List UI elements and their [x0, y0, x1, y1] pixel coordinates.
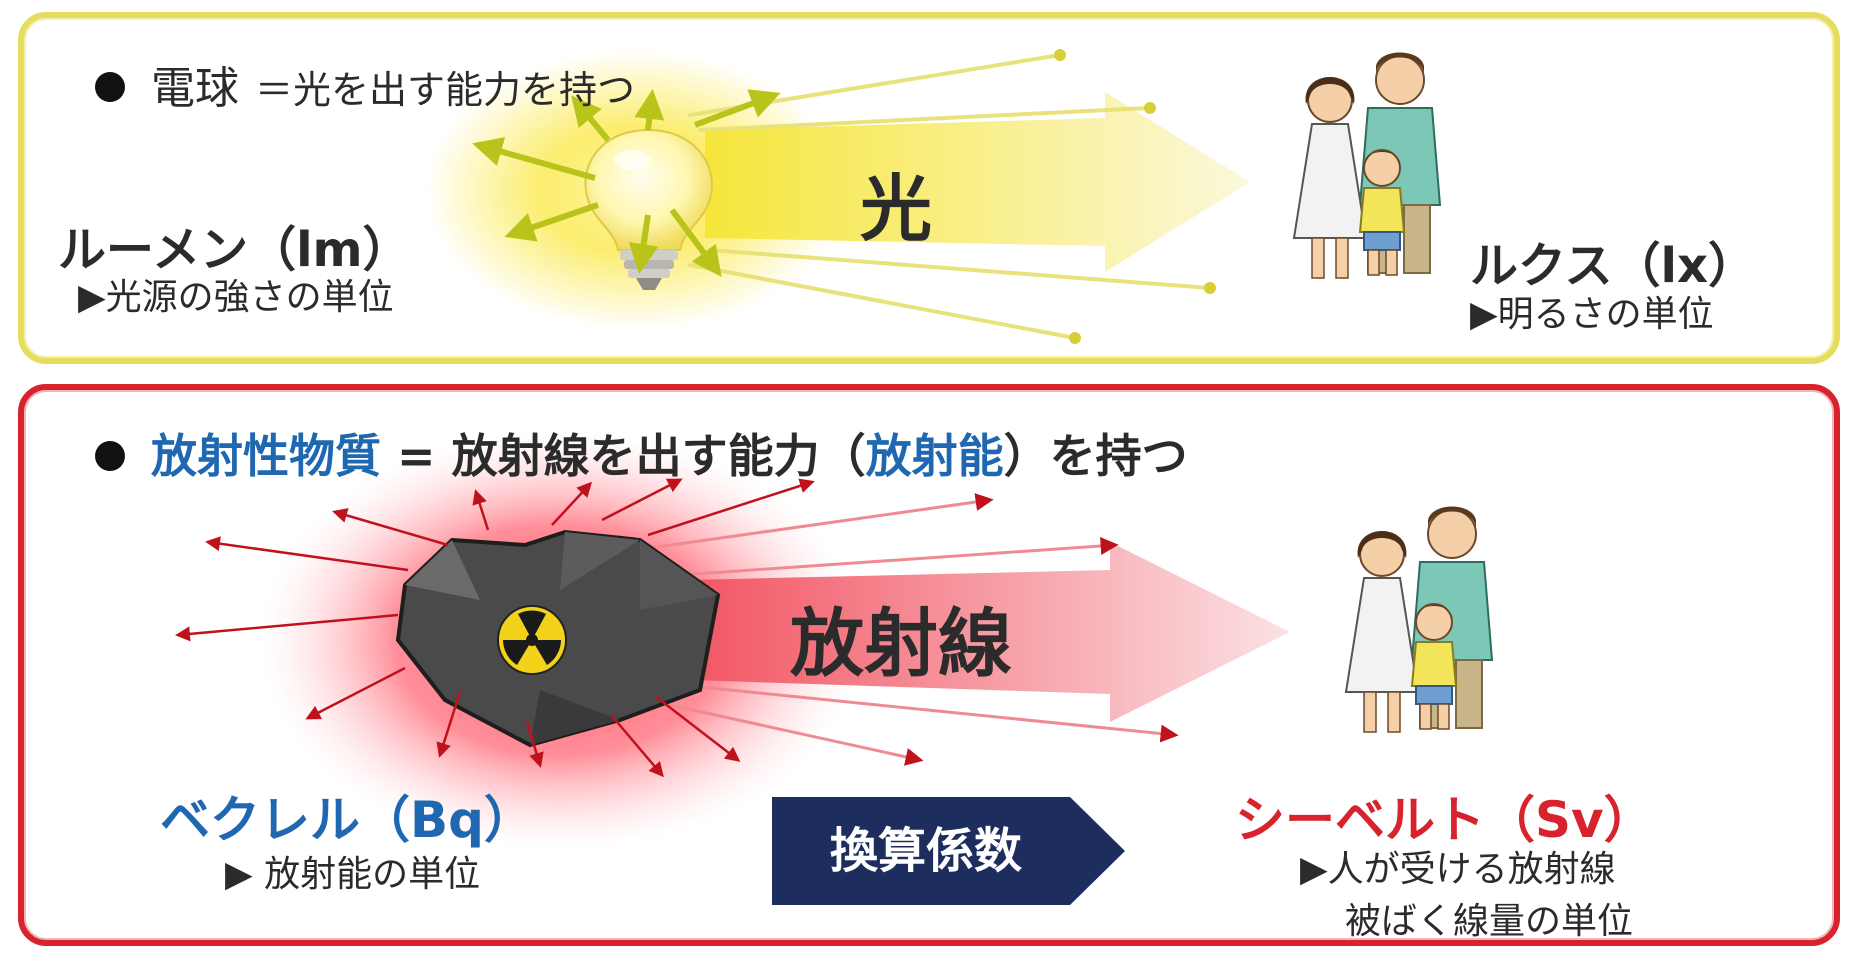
sievert-unit-title: シーベルト（Sv） — [1235, 791, 1654, 849]
radioactivity-label: 放射能 — [865, 429, 1004, 483]
family-icon-top — [1292, 52, 1442, 279]
light-heading: 電球 ＝光を出す能力を持つ — [95, 52, 635, 116]
radiation-arrow-label: 放射線 — [790, 601, 1012, 687]
light-heading-rest: ＝光を出す能力を持つ — [255, 68, 636, 112]
radiation-emission-arrows — [175, 478, 815, 778]
family-icon-bottom — [1344, 506, 1494, 733]
sievert-unit-desc-2: 被ばく線量の単位 — [1345, 901, 1634, 942]
bullet-icon — [95, 72, 125, 102]
radiation-heading: 放射性物質 = 放射線を出す能力（放射能）を持つ — [95, 420, 1188, 486]
radiation-heading-rest-2: ）を持つ — [1003, 429, 1188, 483]
radiation-heading-equals: = — [381, 429, 452, 483]
radiation-rays — [649, 493, 1179, 766]
light-arrow-label: 光 — [860, 167, 933, 251]
lumen-unit-title: ルーメン（lm） — [58, 222, 411, 278]
radiation-beam-arrow — [690, 542, 1290, 722]
bullet-icon — [95, 440, 125, 471]
becquerel-unit-title: ベクレル（Bq） — [160, 791, 534, 849]
conversion-factor-label: 換算係数 — [829, 823, 1022, 879]
light-subject: 電球 — [151, 63, 239, 114]
lux-unit-desc: ▶明るさの単位 — [1470, 294, 1714, 335]
conversion-factor-arrow — [772, 797, 1125, 905]
radioactive-material-label: 放射性物質 — [151, 429, 381, 483]
lumen-unit-desc: ▶光源の強さの単位 — [78, 277, 394, 318]
radioactive-rock-icon — [395, 529, 721, 748]
light-ray-tips — [1054, 49, 1216, 344]
radiation-heading-rest-1: 放射線を出す能力（ — [451, 429, 866, 483]
sievert-unit-desc-1: ▶人が受ける放射線 — [1300, 849, 1616, 890]
becquerel-unit-desc: ▶ 放射能の単位 — [225, 854, 481, 895]
light-emission-arrows — [472, 89, 781, 277]
lux-unit-title: ルクス（lx） — [1470, 238, 1756, 294]
light-beam-arrow — [705, 92, 1250, 272]
